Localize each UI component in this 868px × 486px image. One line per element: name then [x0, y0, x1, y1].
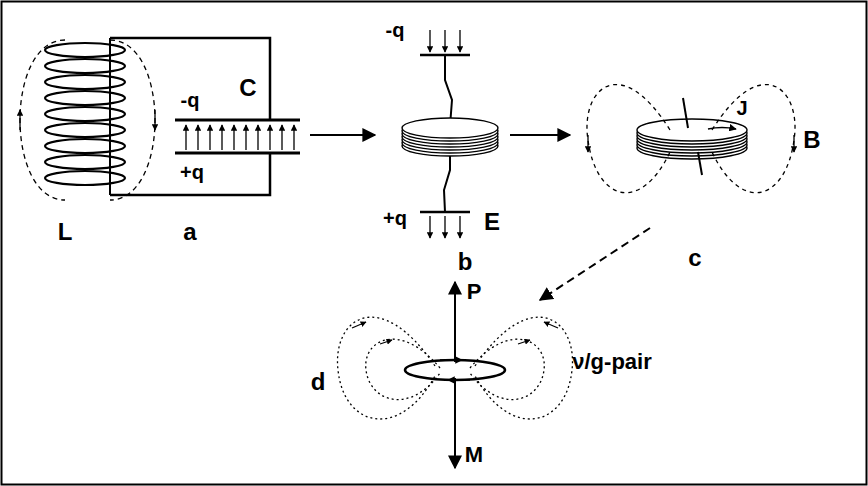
step-arrow — [540, 228, 650, 300]
top-wire — [110, 38, 270, 120]
label: -q — [181, 90, 200, 110]
label: -q — [386, 20, 405, 40]
label: J — [736, 98, 747, 118]
disc-field-lines — [587, 85, 795, 193]
lc-circuit — [110, 38, 300, 195]
current-ring — [405, 360, 505, 380]
current-arrow — [440, 359, 462, 361]
label: a — [183, 220, 196, 244]
label: +q — [180, 162, 204, 182]
capacitor-plate — [175, 152, 300, 155]
step-arrow — [510, 134, 570, 136]
label: d — [311, 370, 326, 394]
current-arrow — [708, 128, 736, 130]
step-arrow — [310, 134, 375, 136]
label: ν/g-pair — [572, 351, 651, 373]
field-arrow — [587, 135, 588, 152]
current-arrow — [448, 379, 470, 381]
disc-stack — [402, 118, 498, 156]
label: B — [803, 128, 820, 152]
disc-leads — [683, 98, 702, 175]
label: L — [58, 220, 73, 244]
capacitor-plate — [175, 119, 300, 122]
field-arrow — [19, 110, 20, 130]
label: C — [239, 76, 256, 100]
field-arrow — [154, 110, 155, 130]
field-arrow — [793, 135, 794, 152]
label: c — [688, 246, 701, 270]
coil-field-lines — [20, 40, 155, 200]
label: P — [467, 281, 482, 303]
disc-stack — [637, 119, 747, 159]
label: E — [484, 210, 500, 234]
m-vector — [454, 378, 456, 468]
label: +q — [383, 208, 407, 228]
inductor-coil — [45, 43, 125, 185]
label: b — [458, 250, 473, 274]
p-vector — [454, 282, 456, 362]
label: M — [465, 444, 483, 466]
field-arrows — [186, 125, 294, 150]
